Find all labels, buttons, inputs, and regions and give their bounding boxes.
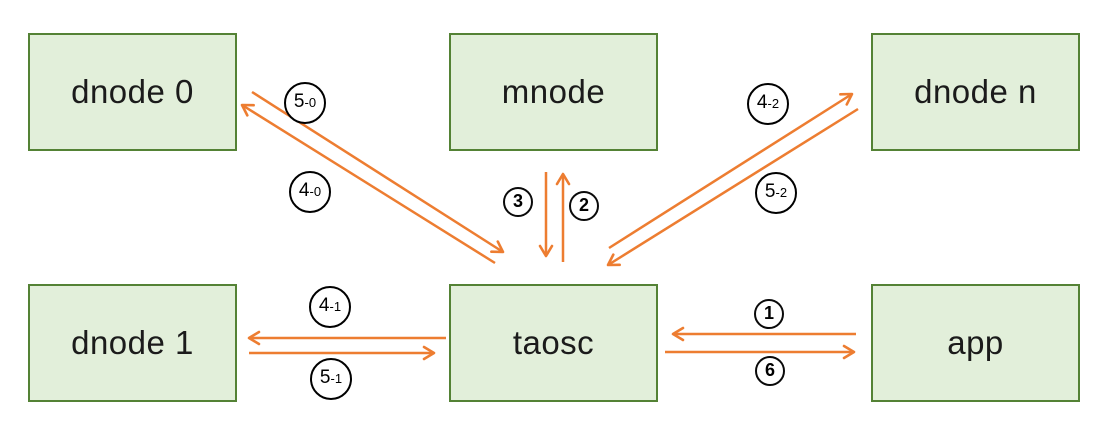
node-taosc: taosc (449, 284, 658, 402)
step-label-3: 3 (503, 187, 533, 217)
step-label-5-1: 5-1 (310, 358, 352, 400)
node-app: app (871, 284, 1080, 402)
step-label-2: 2 (569, 191, 599, 221)
arrow-4-0 (240, 103, 496, 265)
node-mnode: mnode (449, 33, 658, 151)
step-label-5-2: 5-2 (755, 172, 797, 214)
step-label-1: 1 (754, 299, 784, 329)
arrow-4-2 (608, 92, 854, 250)
node-dnode-n: dnode n (871, 33, 1080, 151)
step-label-4-1: 4-1 (309, 286, 351, 328)
step-label-4-0: 4-0 (289, 171, 331, 213)
step-label-6: 6 (755, 356, 785, 386)
step-label-5-0: 5-0 (284, 82, 326, 124)
step-label-4-2: 4-2 (747, 83, 789, 125)
arrow-5-2 (606, 107, 859, 267)
node-dnode-1: dnode 1 (28, 284, 237, 402)
node-dnode-0: dnode 0 (28, 33, 237, 151)
